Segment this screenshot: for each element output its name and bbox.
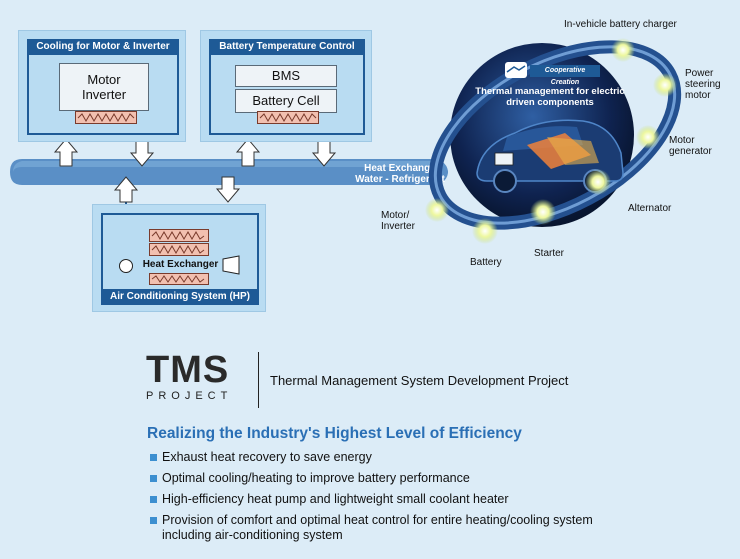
motor-inverter-component: Motor Inverter <box>59 63 149 111</box>
logo-divider <box>258 352 259 408</box>
label-charger: In-vehicle battery charger <box>564 19 677 30</box>
list-item: Exhaust heat recovery to save energy <box>150 450 593 465</box>
project-title: Thermal Management System Development Pr… <box>270 373 569 388</box>
component-ring-diagram <box>425 38 682 244</box>
arrow-up-icon <box>235 138 261 167</box>
battery-temp-box: Battery Temperature Control BMS Battery … <box>200 30 372 142</box>
node-generator <box>636 125 660 149</box>
label-alternator: Alternator <box>628 203 672 214</box>
headline: Realizing the Industry's Highest Level o… <box>147 425 522 442</box>
arrow-down-icon <box>215 176 241 203</box>
car-illustration <box>476 119 624 193</box>
motor-inverter-box: Cooling for Motor & Inverter Motor Inver… <box>18 30 186 142</box>
ring-nodes <box>425 38 677 244</box>
battery-box-title: Battery Temperature Control <box>211 39 363 55</box>
motor-box-title: Cooling for Motor & Inverter <box>29 39 177 55</box>
heat-exchanger-coil <box>149 243 209 256</box>
tms-logo-mark: TMS <box>146 349 230 391</box>
node-motor-inverter <box>425 198 449 222</box>
ac-box-title: Air Conditioning System (HP) <box>103 289 257 305</box>
arrow-up-icon <box>53 138 79 167</box>
heat-exchanger-coil <box>257 111 319 124</box>
list-item: Optimal cooling/heating to improve batte… <box>150 471 593 486</box>
node-starter <box>530 199 556 225</box>
cooperative-badge: Cooperative Creation <box>530 65 600 86</box>
node-steering <box>653 73 677 97</box>
circle-title: Thermal management for electric driven c… <box>475 86 625 108</box>
benefit-list: Exhaust heat recovery to save energy Opt… <box>150 450 593 549</box>
list-item: Provision of comfort and optimal heat co… <box>150 513 593 543</box>
pump-icon <box>119 259 133 273</box>
heat-exchanger-coil <box>75 111 137 124</box>
heat-exchanger-label: Heat Exchanger <box>142 259 219 270</box>
heat-exchanger-coil <box>149 229 209 242</box>
air-conditioning-box: Heat Exchanger Air Conditioning System (… <box>92 204 266 312</box>
heat-exchanger-coil <box>149 273 209 285</box>
label-steering: Power steering motor <box>685 68 721 101</box>
node-charger <box>611 38 635 62</box>
label-generator: Motor generator <box>669 135 712 157</box>
battery-cell-component: Battery Cell <box>235 89 337 113</box>
tms-logo-sub: PROJECT <box>146 390 233 402</box>
label-motor-inverter: Motor/ Inverter <box>381 210 415 232</box>
label-starter: Starter <box>534 248 565 259</box>
arrow-up-icon <box>113 176 139 203</box>
heat-exchange-label: Heat Exchange Water - Refrigerant <box>355 163 445 185</box>
handshake-icon <box>505 62 527 78</box>
node-alternator <box>585 169 611 195</box>
tms-logo: TMS PROJECT <box>146 350 246 402</box>
list-item: High-efficiency heat pump and lightweigh… <box>150 492 593 507</box>
node-battery <box>472 218 498 244</box>
bms-component: BMS <box>235 65 337 87</box>
label-battery: Battery <box>470 257 502 268</box>
compressor-icon <box>222 255 240 275</box>
